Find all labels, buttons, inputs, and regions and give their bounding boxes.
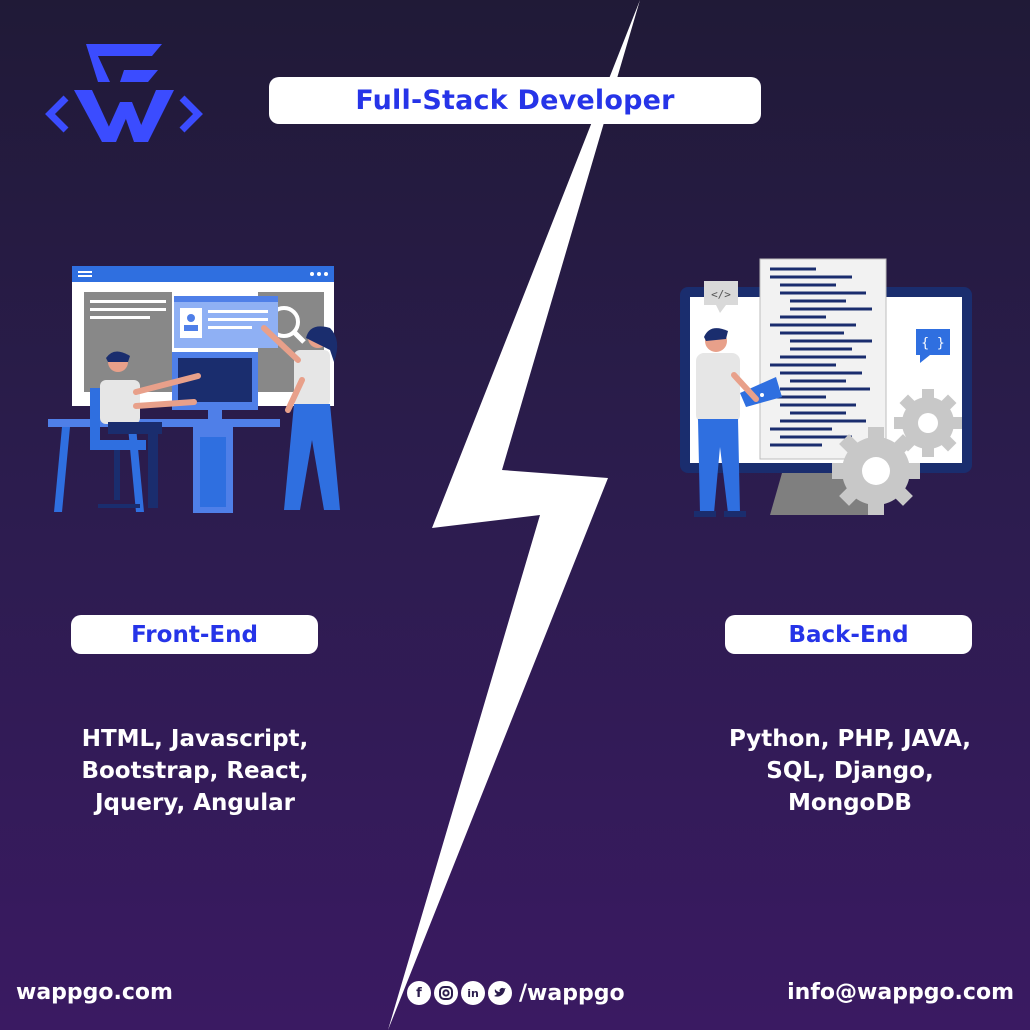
backend-label: Back-End (788, 621, 909, 648)
page-title-text: Full-Stack Developer (355, 85, 675, 116)
backend-skill-line: SQL, Django, (766, 758, 934, 784)
instagram-icon[interactable] (434, 981, 458, 1005)
frontend-skill-line: Bootstrap, React, (81, 758, 309, 784)
linkedin-icon[interactable]: in (461, 981, 485, 1005)
code-tag-icon: </> (711, 288, 731, 301)
twitter-icon[interactable] (488, 981, 512, 1005)
email-link[interactable]: info@wappgo.com (787, 980, 1014, 1005)
backend-skill-line: MongoDB (788, 790, 912, 816)
website-link[interactable]: wappgo.com (16, 980, 173, 1005)
wappgo-logo (45, 44, 203, 142)
backend-skill-line: Python, PHP, JAVA, (728, 726, 972, 752)
backend-developer-illustration: </> { } (680, 258, 972, 517)
frontend-skills: HTML, Javascript, Bootstrap, React, Jque… (40, 723, 350, 819)
facebook-icon[interactable]: f (407, 981, 431, 1005)
frontend-developers-illustration (48, 266, 340, 513)
frontend-skill-line: HTML, Javascript, (81, 726, 309, 752)
social-handle[interactable]: /wappgo (519, 980, 625, 1006)
backend-skills: Python, PHP, JAVA, SQL, Django, MongoDB (695, 723, 1005, 819)
backend-label-pill: Back-End (725, 615, 972, 654)
social-links: f in /wappgo (407, 978, 625, 1008)
braces-icon: { } (921, 336, 944, 351)
frontend-label: Front-End (131, 621, 258, 648)
frontend-label-pill: Front-End (71, 615, 318, 654)
page-title: Full-Stack Developer (269, 77, 761, 124)
frontend-skill-line: Jquery, Angular (94, 790, 296, 816)
